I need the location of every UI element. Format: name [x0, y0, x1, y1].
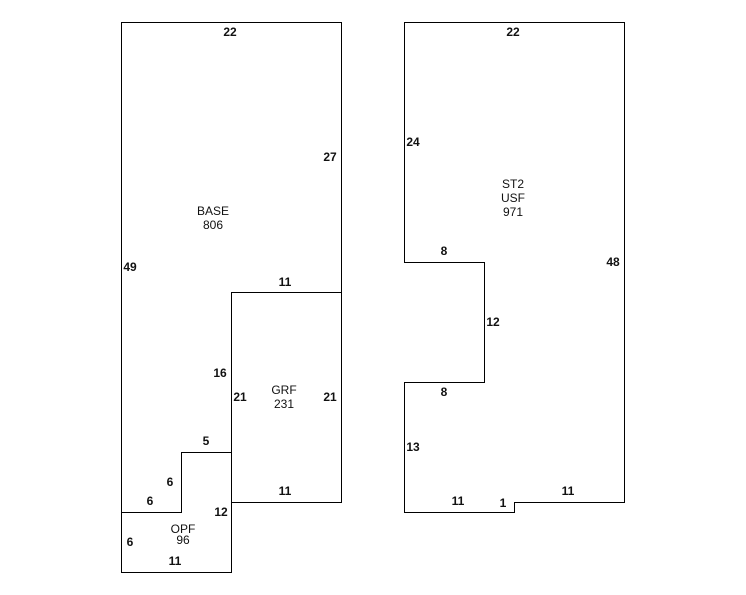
dimension-label: 13 — [406, 440, 420, 454]
dimension-label: 22 — [506, 25, 520, 39]
dimension-label: 12 — [214, 505, 228, 519]
area-code: GRF — [271, 383, 297, 397]
st2-usf-outline — [404, 22, 625, 513]
area-label-base: BASE 806 — [197, 204, 229, 232]
grf-outline — [231, 292, 342, 503]
area-label-st2-usf: ST2 USF 971 — [501, 177, 525, 219]
area-label-grf: GRF 231 — [271, 383, 296, 411]
dimension-label: 6 — [166, 475, 174, 489]
area-code: USF — [501, 191, 525, 205]
dimension-label: 6 — [146, 494, 154, 508]
area-size: 806 — [202, 218, 224, 232]
dimension-label: 11 — [451, 494, 465, 508]
dimension-label: 22 — [223, 25, 237, 39]
dimension-label: 49 — [123, 260, 137, 274]
dimension-label: 21 — [323, 390, 337, 404]
dimension-label: 27 — [323, 150, 337, 164]
area-code: ST2 — [501, 177, 524, 191]
dimension-label: 1 — [499, 496, 507, 510]
dimension-label: 6 — [126, 535, 134, 549]
dimension-label: 11 — [278, 275, 292, 289]
area-code: OPF — [170, 522, 196, 536]
dimension-label: 11 — [278, 484, 292, 498]
dimension-label: 11 — [168, 554, 182, 568]
area-code: BASE — [196, 204, 230, 218]
dimension-label: 12 — [486, 315, 500, 329]
dimension-label: 8 — [440, 244, 448, 258]
opf-outline — [121, 452, 232, 573]
dimension-label: 11 — [561, 484, 575, 498]
dimension-label: 21 — [233, 390, 247, 404]
area-label-opf: OPF 96 — [170, 522, 196, 547]
area-size: 96 — [176, 533, 190, 547]
area-size: 971 — [502, 205, 524, 219]
dimension-label: 8 — [440, 385, 448, 399]
dimension-label: 24 — [406, 135, 420, 149]
area-size: 231 — [273, 397, 295, 411]
dimension-label: 5 — [202, 434, 210, 448]
dimension-label: 16 — [213, 366, 227, 380]
dimension-label: 48 — [606, 255, 620, 269]
